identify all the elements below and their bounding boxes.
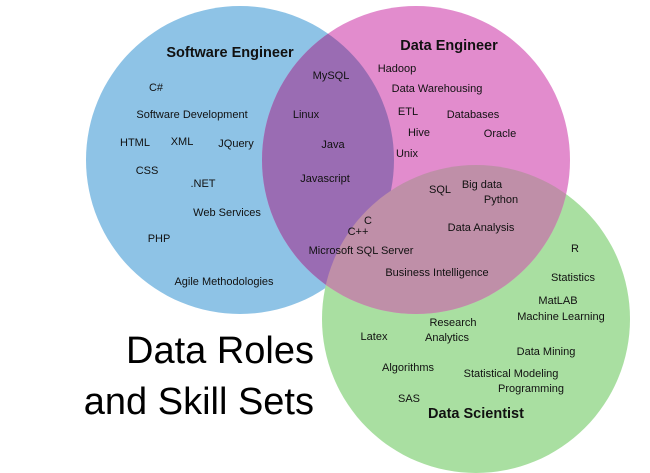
skill-jquery: JQuery — [218, 138, 254, 150]
skill-c: C — [364, 215, 372, 227]
skill-statistics: Statistics — [551, 272, 596, 284]
role-data-engineer: Data Engineer — [400, 38, 498, 54]
skill-hive: Hive — [408, 127, 430, 139]
skill-etl: ETL — [398, 106, 418, 118]
skill-hadoop: Hadoop — [378, 63, 417, 75]
skill-matlab: MatLAB — [538, 295, 577, 307]
skill-cplusplus: C++ — [348, 226, 369, 238]
skill-linux: Linux — [293, 109, 320, 121]
skill-php: PHP — [148, 233, 171, 245]
skill-oracle: Oracle — [484, 128, 516, 140]
skill-programming: Programming — [498, 383, 564, 395]
skill-dotnet: .NET — [190, 178, 215, 190]
skill-css: CSS — [136, 165, 159, 177]
skill-agile-methodologies: Agile Methodologies — [174, 276, 274, 288]
skill-data-warehousing: Data Warehousing — [392, 83, 483, 95]
role-software-engineer: Software Engineer — [166, 45, 294, 61]
skill-python: Python — [484, 194, 518, 206]
skill-data-analysis: Data Analysis — [448, 222, 515, 234]
skill-databases: Databases — [447, 109, 500, 121]
title-line-2: and Skill Sets — [84, 381, 314, 423]
skill-machine-learning: Machine Learning — [517, 311, 604, 323]
skill-javascript: Javascript — [300, 173, 350, 185]
role-data-scientist: Data Scientist — [428, 406, 524, 422]
software-data-engineer-overlap — [262, 6, 394, 314]
skill-r: R — [571, 243, 579, 255]
skill-sql: SQL — [429, 184, 451, 196]
skill-mysql: MySQL — [313, 70, 350, 82]
skill-research: Research — [429, 317, 476, 329]
skill-html: HTML — [120, 137, 150, 149]
skill-xml: XML — [171, 136, 194, 148]
skill-software-development: Software Development — [136, 109, 247, 121]
skill-business-intelligence: Business Intelligence — [385, 267, 488, 279]
skill-java: Java — [321, 139, 345, 151]
skill-algorithms: Algorithms — [382, 362, 434, 374]
skill-big-data: Big data — [462, 179, 503, 191]
skill-data-mining: Data Mining — [517, 346, 576, 358]
skill-csharp: C# — [149, 82, 164, 94]
skill-latex: Latex — [361, 331, 388, 343]
skill-statistical-modeling: Statistical Modeling — [464, 368, 559, 380]
skill-analytics: Analytics — [425, 332, 470, 344]
title-line-1: Data Roles — [126, 330, 314, 372]
skill-web-services: Web Services — [193, 207, 261, 219]
skill-microsoft-sql-server: Microsoft SQL Server — [309, 245, 414, 257]
skill-sas: SAS — [398, 393, 420, 405]
skill-unix: Unix — [396, 148, 419, 160]
